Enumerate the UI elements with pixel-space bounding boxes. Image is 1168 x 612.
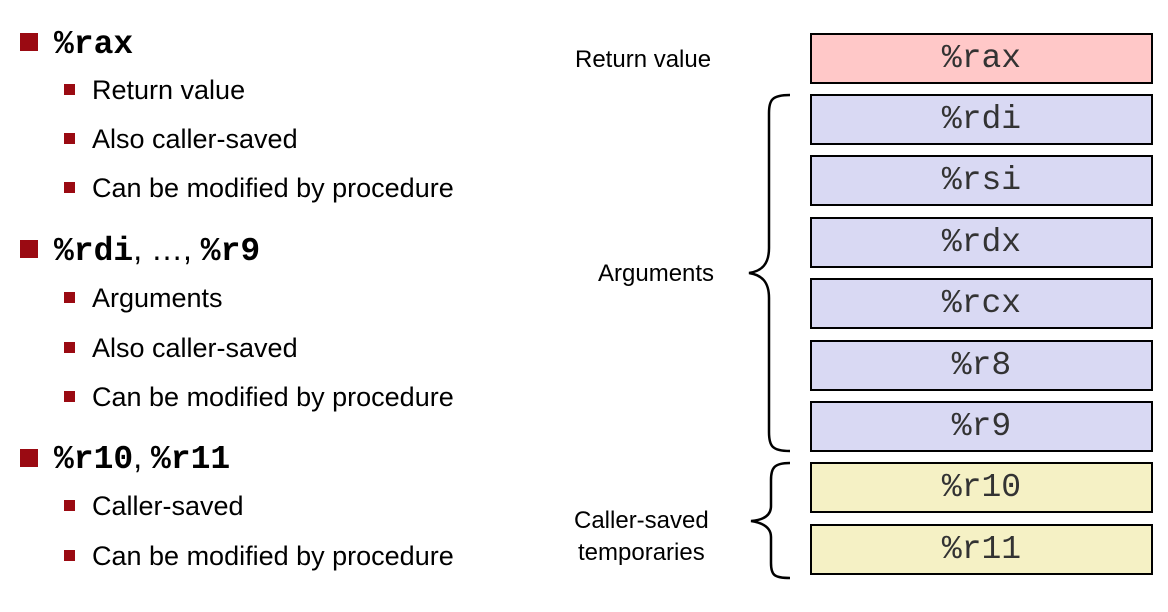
register-name: %rdi — [54, 233, 134, 270]
bullet-list: %rax Return value Also caller-saved Can … — [0, 0, 560, 612]
sub-bullet-square-icon — [64, 391, 75, 402]
sub-bullet-square-icon — [64, 84, 75, 95]
sub-bullet-square-icon — [64, 292, 75, 303]
register-box-r11: %r11 — [810, 524, 1153, 575]
register-box-rdx: %rdx — [810, 217, 1153, 268]
bullet-heading-rdi-r9: %rdi, …, %r9 — [54, 229, 260, 272]
register-box-rax: %rax — [810, 33, 1153, 84]
register-box-rcx: %rcx — [810, 278, 1153, 329]
register-box-r10: %r10 — [810, 462, 1153, 513]
bullet-heading-rax: %rax — [54, 22, 133, 65]
bullet-subitem: Can be modified by procedure — [92, 382, 454, 412]
register-box-rsi: %rsi — [810, 155, 1153, 206]
bullet-subitem: Arguments — [92, 283, 223, 313]
arguments-label: Arguments — [598, 260, 715, 287]
bullet-square-icon — [20, 240, 38, 258]
arguments-brace — [748, 93, 791, 453]
register-name: %r10 — [54, 441, 134, 478]
sub-bullet-square-icon — [64, 133, 75, 144]
caller-saved-label-line1: Caller-saved — [574, 507, 709, 534]
register-name: %rax — [54, 26, 134, 63]
register-name: %r9 — [200, 233, 261, 270]
register-box-r9: %r9 — [810, 401, 1153, 452]
bullet-square-icon — [20, 33, 38, 51]
bullet-heading-r10-r11: %r10, %r11 — [54, 437, 230, 480]
bullet-subitem: Also caller-saved — [92, 333, 298, 363]
heading-separator: , …, — [133, 231, 201, 267]
sub-bullet-square-icon — [64, 550, 75, 561]
caller-saved-brace — [750, 461, 791, 580]
caller-saved-label-line2: temporaries — [578, 539, 705, 566]
sub-bullet-square-icon — [64, 342, 75, 353]
register-box-rdi: %rdi — [810, 94, 1153, 145]
return-value-label: Return value — [575, 46, 712, 73]
bullet-subitem: Can be modified by procedure — [92, 173, 454, 203]
register-box-r8: %r8 — [810, 340, 1153, 391]
register-name: %r11 — [151, 441, 231, 478]
heading-separator: , — [133, 439, 151, 475]
bullet-subitem: Caller-saved — [92, 491, 244, 521]
caller-saved-temporaries-label: Caller-saved temporaries — [574, 505, 709, 569]
bullet-subitem: Also caller-saved — [92, 124, 298, 154]
sub-bullet-square-icon — [64, 182, 75, 193]
bullet-subitem: Can be modified by procedure — [92, 541, 454, 571]
bullet-subitem: Return value — [92, 75, 246, 105]
bullet-square-icon — [20, 449, 38, 467]
sub-bullet-square-icon — [64, 500, 75, 511]
